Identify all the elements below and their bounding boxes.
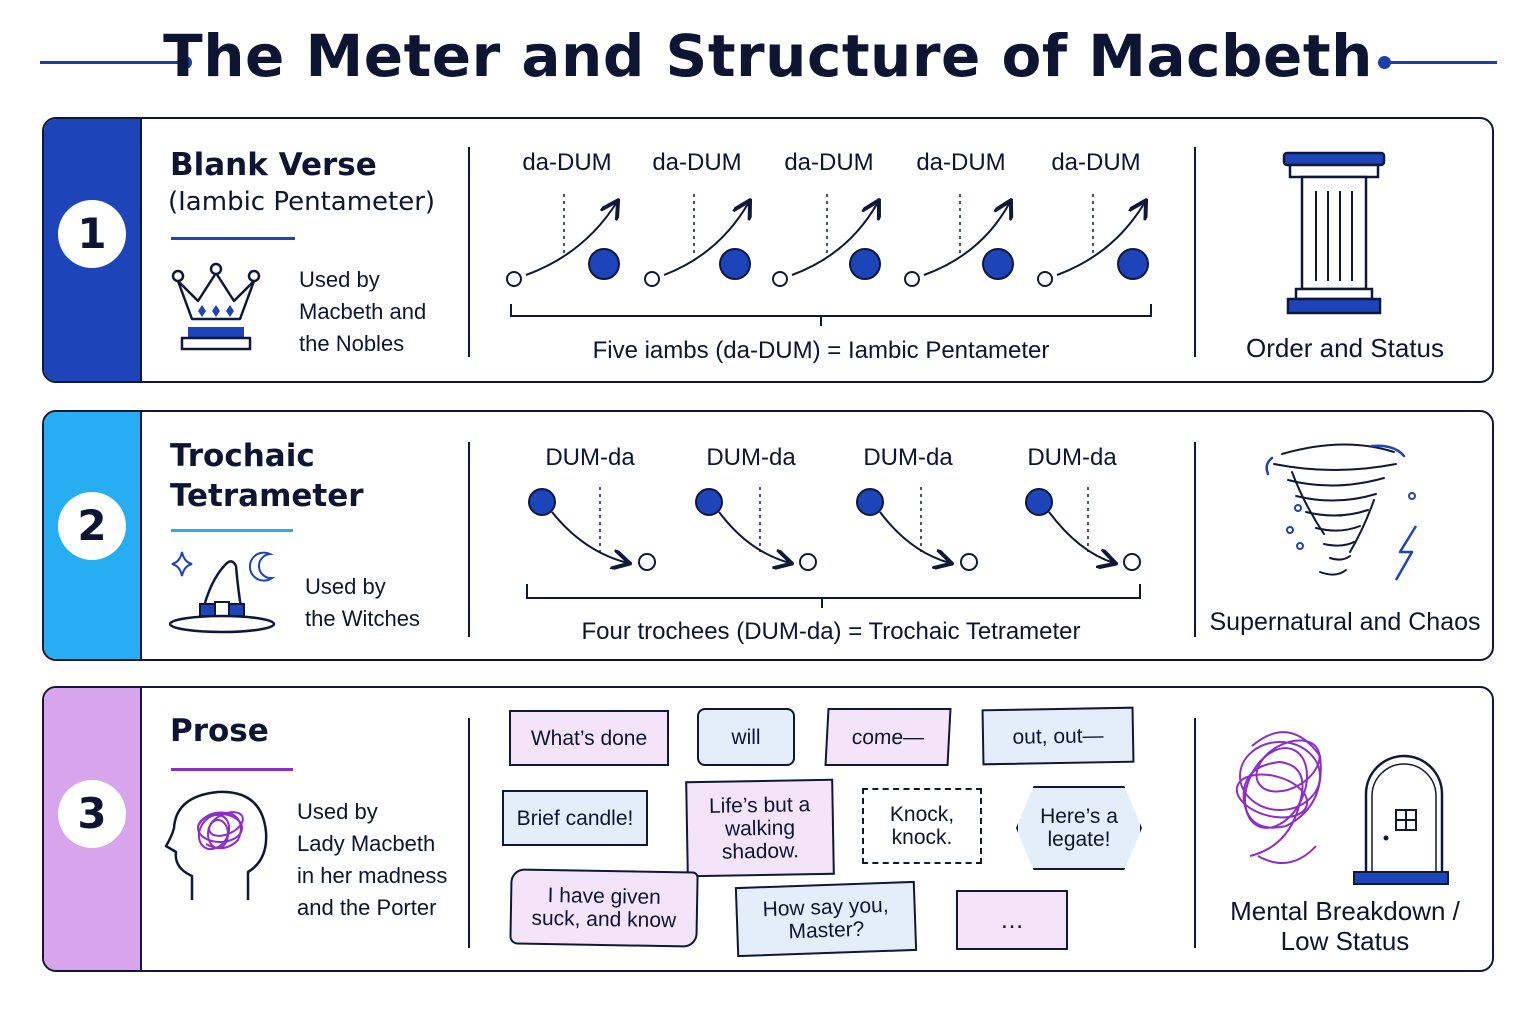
section-heading-line2: Tetrameter bbox=[170, 478, 364, 514]
meaning-label: Order and Status bbox=[1246, 333, 1444, 363]
section-number-band: 2 bbox=[44, 412, 142, 659]
tangled-head-icon bbox=[164, 790, 268, 900]
scribble-and-door-icon bbox=[1235, 731, 1449, 885]
used-by-text: Used by the Witches bbox=[305, 574, 420, 631]
prose-fragment: Life’s but a walking shadow. bbox=[685, 778, 835, 878]
foot-label: da-DUM bbox=[916, 149, 1006, 176]
prose-fragment: Here’s a legate! bbox=[1016, 786, 1142, 870]
foot-label: da-DUM bbox=[522, 149, 612, 176]
trochee-foot bbox=[856, 487, 978, 571]
page-title: The Meter and Structure of Macbeth bbox=[163, 22, 1373, 90]
section-number: 3 bbox=[58, 780, 126, 848]
heading-underline bbox=[171, 237, 295, 240]
foot-label: da-DUM bbox=[652, 149, 742, 176]
iamb-diagram bbox=[506, 194, 1152, 326]
section-number-band: 3 bbox=[44, 688, 142, 970]
foot-label: DUM-da bbox=[706, 444, 796, 471]
used-by-text: Used by Lady Macbeth in her madness and … bbox=[297, 799, 448, 920]
used-by-text: Used by Macbeth and the Nobles bbox=[299, 267, 427, 356]
divider bbox=[1194, 718, 1196, 948]
divider bbox=[468, 147, 470, 357]
meaning-label: Supernatural and Chaos bbox=[1209, 608, 1481, 636]
divider bbox=[1194, 442, 1196, 637]
foot-label: DUM-da bbox=[1027, 444, 1117, 471]
foot-label: DUM-da bbox=[545, 444, 635, 471]
title-rule-right bbox=[1385, 61, 1497, 64]
heading-underline bbox=[171, 529, 293, 532]
section-number: 1 bbox=[58, 200, 126, 268]
iamb-foot bbox=[506, 194, 619, 287]
foot-label: da-DUM bbox=[1051, 149, 1141, 176]
section-blank-verse: 1 Blank Verse (Iambic Pentameter) Used b… bbox=[42, 117, 1494, 383]
section-heading: Trochaic bbox=[170, 438, 315, 474]
divider bbox=[1194, 147, 1196, 357]
meter-caption: Four trochees (DUM-da) = Trochaic Tetram… bbox=[581, 618, 1081, 645]
heading-underline bbox=[171, 768, 293, 771]
section-subheading: (Iambic Pentameter) bbox=[168, 187, 436, 217]
foot-label: DUM-da bbox=[863, 444, 953, 471]
prose-fragment: come— bbox=[824, 708, 952, 766]
crown-icon bbox=[171, 262, 261, 351]
section-trochaic-tetrameter: 2 Trochaic Tetrameter Used by the Witche… bbox=[42, 410, 1494, 661]
foot-label: da-DUM bbox=[784, 149, 874, 176]
prose-fragment: … bbox=[956, 890, 1068, 950]
prose-fragment: How say you, Master? bbox=[734, 880, 918, 958]
prose-fragment: I have given suck, and know bbox=[509, 868, 699, 948]
trochee-foot bbox=[528, 487, 656, 571]
prose-fragment: will bbox=[697, 708, 795, 766]
title-rule-left-dot bbox=[179, 56, 192, 69]
prose-fragment: Knock, knock. bbox=[862, 788, 982, 864]
prose-fragment: out, out— bbox=[981, 706, 1135, 766]
prose-fragment: What’s done bbox=[509, 710, 669, 766]
divider bbox=[468, 718, 470, 948]
section-prose: 3 Prose Used by Lady Macbeth in her madn… bbox=[42, 686, 1494, 972]
meaning-label: Mental Breakdown / Low Status bbox=[1230, 896, 1460, 956]
witch-hat-icon bbox=[168, 551, 276, 634]
column-icon bbox=[1282, 151, 1386, 315]
section-heading: Prose bbox=[170, 713, 269, 749]
title-rule-right-dot bbox=[1378, 56, 1391, 69]
section-heading: Blank Verse bbox=[170, 147, 377, 183]
iamb-foot bbox=[1037, 194, 1149, 287]
trochee-diagram bbox=[526, 487, 1141, 608]
iamb-foot bbox=[772, 194, 881, 287]
prose-fragment: Brief candle! bbox=[502, 790, 648, 846]
iamb-foot bbox=[904, 194, 1014, 287]
section-number: 2 bbox=[58, 492, 126, 560]
tornado-icon bbox=[1265, 443, 1418, 581]
section-number-band: 1 bbox=[44, 119, 142, 381]
trochee-foot bbox=[695, 487, 817, 571]
divider bbox=[468, 442, 470, 637]
iamb-foot bbox=[644, 194, 750, 287]
title-rule-left bbox=[40, 61, 184, 64]
trochee-foot bbox=[1025, 487, 1141, 571]
meter-caption: Five iambs (da-DUM) = Iambic Pentameter bbox=[592, 337, 1050, 364]
